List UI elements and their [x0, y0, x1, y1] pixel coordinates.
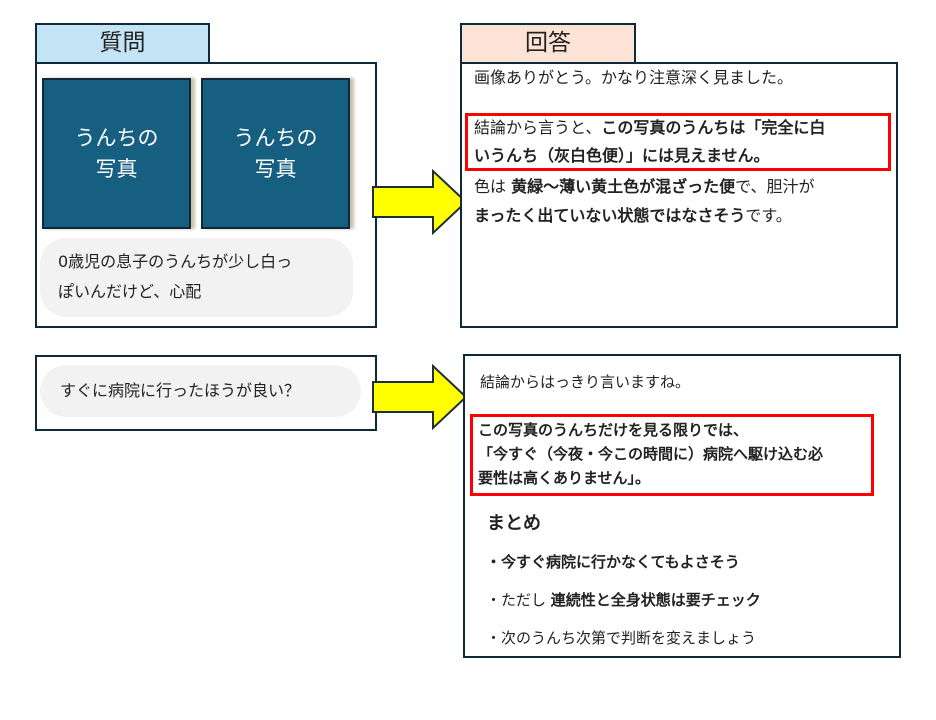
summary-bullet: ・ただし 連続性と全身状態は要チェック: [486, 591, 761, 609]
answer-intro: 画像ありがとう。かなり注意深く見ました。: [474, 68, 794, 87]
photo-placeholder: うんちの写真: [42, 78, 191, 229]
question-message-bubble: 0歳児の息子のうんちが少し白っぽいんだけど、心配: [40, 238, 353, 317]
answer2-intro: 結論からはっきり言いますね。: [480, 373, 691, 391]
photo-label: うんちの: [74, 125, 159, 150]
question2-message-bubble: すぐに病院に行ったほうが良い？: [40, 365, 361, 417]
summary-bullet: ・今すぐ病院に行かなくてもよさそう: [486, 553, 740, 571]
message-text: 0歳児の息子のうんちが少し白っ: [58, 252, 293, 271]
summary-bullet: ・次のうんち次第で判断を変えましょう: [486, 629, 757, 647]
answer-color-note: 色は 黄緑〜薄い黄土色が混ざった便で、胆汁がまったく出ていない状態ではなさそうで…: [474, 177, 815, 225]
highlight-box: [470, 414, 874, 496]
answer-conclusion: 結論から言うと、この写真のうんちは「完全に白いうんち（灰白色便）」には見えません…: [474, 118, 826, 165]
photo-label: 写真: [95, 156, 138, 181]
right-arrow-icon: [372, 363, 468, 431]
photo-label: 写真: [254, 156, 297, 181]
answer-panel: [460, 62, 898, 328]
summary-title: まとめ: [487, 513, 541, 534]
photo-placeholder: うんちの写真: [201, 78, 350, 229]
right-arrow-icon: [372, 168, 468, 236]
photo-label: うんちの: [233, 125, 318, 150]
answer2-highlight: この写真のうんちだけを見る限りでは、「今すぐ（今夜・今この時間に）病院へ駆け込む…: [478, 421, 824, 487]
question-header: 質問: [35, 23, 210, 64]
highlight-box: [465, 113, 891, 171]
answer2-panel: [463, 354, 901, 658]
message-text: ぽいんだけど、心配: [58, 282, 202, 301]
answer-header: 回答: [460, 23, 636, 64]
